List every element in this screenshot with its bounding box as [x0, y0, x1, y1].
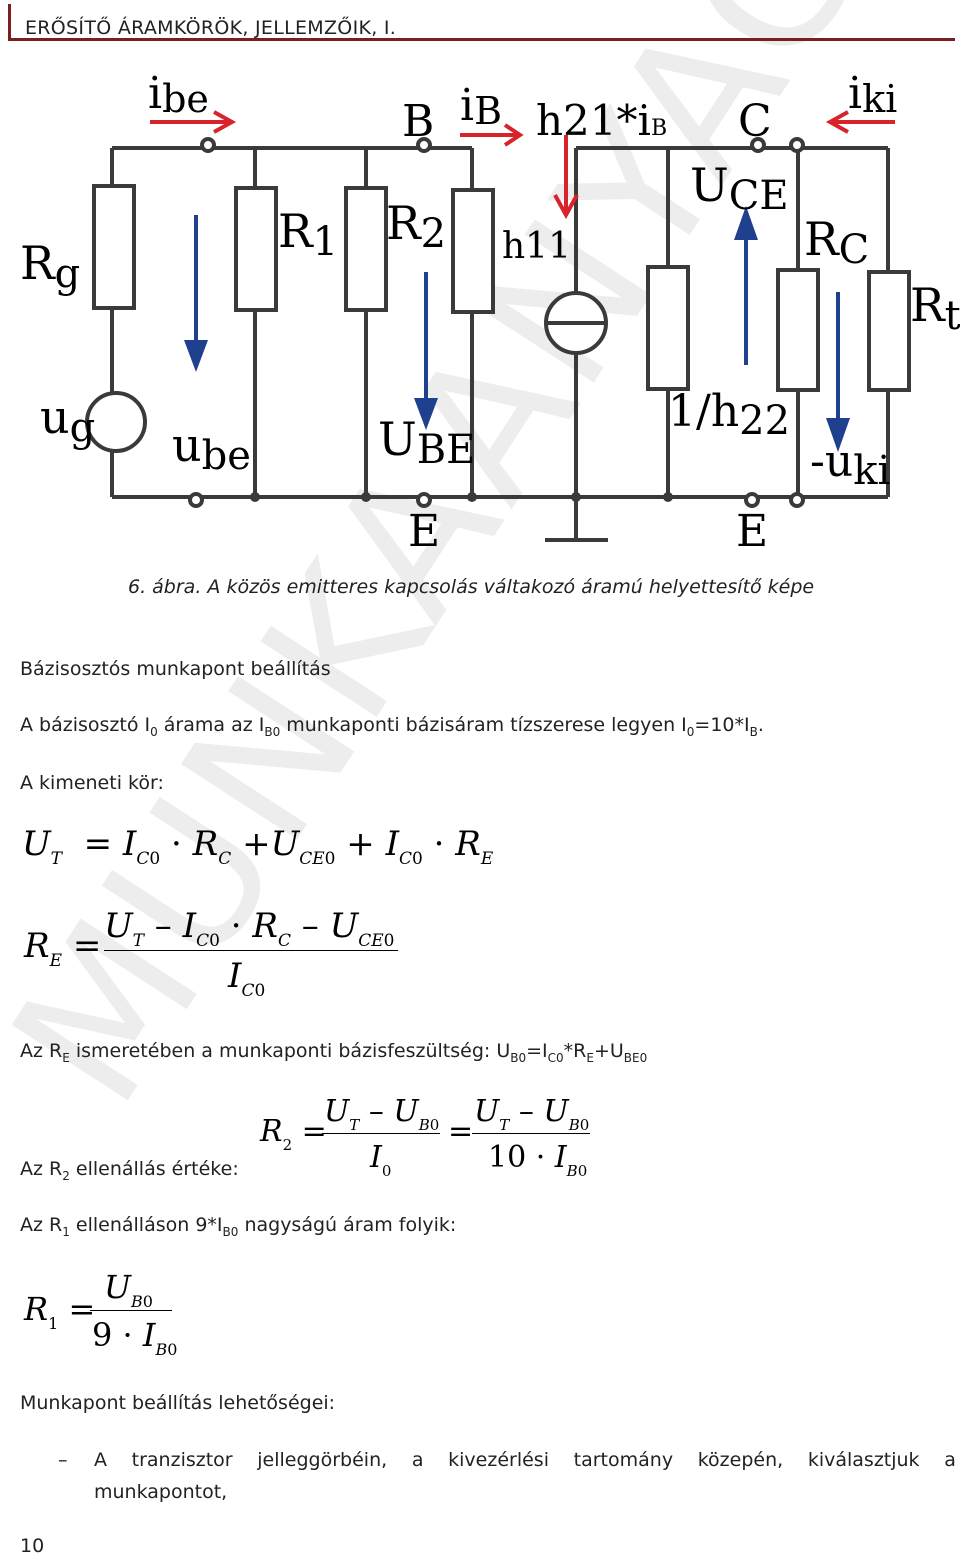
- fraction-bar: [322, 1133, 440, 1134]
- fraction-bar: [472, 1133, 590, 1134]
- fraction-bar: [104, 950, 398, 951]
- paragraph-re-known: Az RE ismeretében a munkaponti bázisfesz…: [20, 1040, 648, 1065]
- resistors: [92, 184, 911, 392]
- equation-re-denominator: IC0: [228, 956, 266, 1001]
- label-ube-voltage: UBE: [378, 412, 476, 473]
- label-rc: RC: [804, 212, 870, 273]
- bullet-line-2: munkapontot,: [94, 1481, 228, 1503]
- label-h22: 1/h22: [668, 386, 791, 444]
- equation-r2-num1: UT – UB0: [324, 1094, 440, 1134]
- page-number: 10: [20, 1535, 45, 1557]
- word: kiválasztjuk: [807, 1449, 920, 1471]
- equation-re-lhs: RE =: [24, 926, 102, 971]
- word: közepén,: [697, 1449, 784, 1471]
- equation-r1-denominator: 9 · IB0: [92, 1316, 178, 1359]
- bullet-line-1: A tranzisztor jelleggörbéin, a kivezérlé…: [94, 1449, 956, 1471]
- equation-r1-lhs: R1 =: [24, 1290, 96, 1333]
- blue-arrows: [184, 206, 850, 452]
- equation-r2-den2: 10 · IB0: [488, 1140, 588, 1180]
- label-r2: R2: [386, 196, 447, 257]
- circuit-diagram: [85, 110, 911, 542]
- label-h11: h11: [502, 226, 571, 267]
- terminals: [188, 137, 805, 508]
- label-uce: UCE: [690, 158, 789, 219]
- label-node-e1: E: [408, 506, 441, 557]
- fraction-bar: [90, 1310, 172, 1311]
- equation-r2-num2: UT – UB0: [474, 1094, 590, 1134]
- label-ug: ug: [40, 390, 96, 451]
- paragraph-r1-current: Az R1 ellenálláson 9*IB0 nagyságú áram f…: [20, 1214, 457, 1239]
- bullet-dash: –: [58, 1449, 68, 1471]
- word: kivezérlési: [448, 1449, 549, 1471]
- label-ib: iB: [460, 80, 503, 133]
- word: tranzisztor: [131, 1449, 233, 1471]
- label-node-e2: E: [736, 506, 769, 557]
- word: a: [411, 1449, 424, 1471]
- word: A: [94, 1449, 107, 1471]
- word: tartomány: [573, 1449, 674, 1471]
- label-node-b: B: [402, 96, 435, 147]
- label-h21: h21*iB: [536, 96, 668, 145]
- label-iki: iki: [848, 68, 898, 121]
- word: a: [944, 1449, 956, 1471]
- equation-re-numerator: UT – IC0 · RC – UCE0: [104, 906, 395, 951]
- figure-caption: 6. ábra. A közös emitteres kapcsolás vál…: [128, 576, 815, 598]
- equation-r2-equals: =: [448, 1114, 474, 1149]
- label-r1: R1: [278, 204, 339, 265]
- paragraph-base-divider: A bázisosztó I0 árama az IB0 munkaponti …: [20, 714, 764, 739]
- equation-r1-numerator: UB0: [104, 1268, 153, 1311]
- red-arrows: [150, 110, 895, 220]
- equation-output-loop: UT = IC0 · RC +UCE0 + IC0 · RE: [22, 824, 494, 869]
- header-title: ERŐSÍTŐ ÁRAMKÖRÖK, JELLEMZŐIK, I.: [25, 17, 397, 39]
- page-header: ERŐSÍTŐ ÁRAMKÖRÖK, JELLEMZŐIK, I.: [8, 4, 955, 41]
- label-ibe: ibe: [148, 68, 209, 121]
- label-rt: Rt: [910, 278, 960, 339]
- options-title: Munkapont beállítás lehetőségei:: [20, 1392, 336, 1414]
- label-uki: -uki: [810, 436, 891, 494]
- equation-r2-lhs: R2 =: [260, 1114, 327, 1154]
- output-circuit-label: A kimeneti kör:: [20, 772, 164, 794]
- label-rg: Rg: [20, 236, 81, 297]
- section-title: Bázisosztós munkapont beállítás: [20, 658, 331, 680]
- paragraph-r2-value: Az R2 ellenállás értéke:: [20, 1158, 239, 1183]
- label-ube: ube: [172, 418, 251, 479]
- equation-r2-den1: I0: [370, 1140, 392, 1180]
- label-node-c: C: [738, 96, 772, 147]
- word: jelleggörbéin,: [257, 1449, 388, 1471]
- junction-dots: [250, 492, 673, 502]
- sources: [85, 291, 608, 453]
